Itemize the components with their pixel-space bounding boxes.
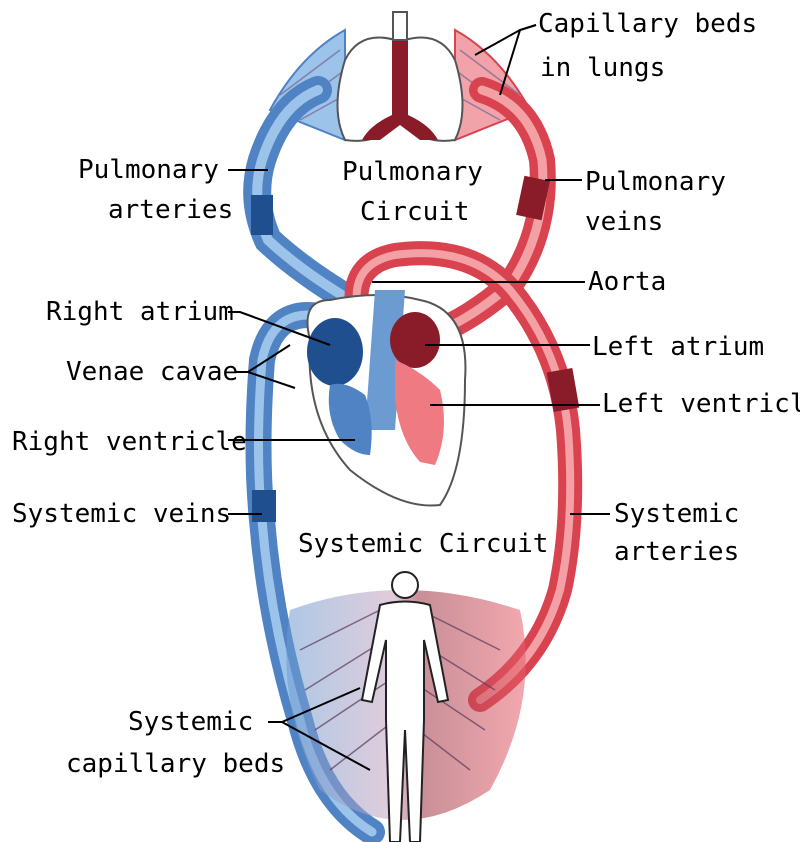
svg-text:Venae cavae: Venae cavae	[66, 357, 238, 387]
label-pulmonary-veins: Pulmonary veins	[545, 167, 726, 237]
label-left-ventricle: Left ventricle	[430, 389, 800, 419]
svg-text:arteries: arteries	[614, 537, 739, 567]
systemic-vein-dark-band	[252, 490, 276, 522]
label-pulmonary-arteries: Pulmonary arteries	[78, 155, 268, 225]
svg-text:Systemic veins: Systemic veins	[12, 499, 231, 529]
svg-text:Circuit: Circuit	[360, 197, 470, 227]
heart	[307, 290, 465, 506]
left-atrium	[390, 312, 440, 368]
svg-text:Right ventricle: Right ventricle	[12, 427, 247, 457]
label-right-ventricle: Right ventricle	[12, 427, 355, 457]
lungs	[338, 12, 463, 141]
svg-text:Left ventricle: Left ventricle	[602, 389, 800, 419]
pulmonary-artery-dark-band	[251, 195, 273, 235]
svg-text:Systemic Circuit: Systemic Circuit	[298, 529, 548, 559]
svg-text:arteries: arteries	[108, 195, 233, 225]
svg-text:Capillary beds: Capillary beds	[538, 9, 757, 39]
svg-text:Pulmonary: Pulmonary	[342, 157, 483, 187]
label-pulmonary-circuit: Pulmonary Circuit	[342, 157, 483, 227]
svg-text:Aorta: Aorta	[588, 267, 666, 297]
svg-text:Systemic: Systemic	[614, 499, 739, 529]
label-systemic-veins: Systemic veins	[12, 499, 262, 529]
svg-text:veins: veins	[585, 207, 663, 237]
label-systemic-arteries: Systemic arteries	[570, 499, 739, 567]
svg-text:Right atrium: Right atrium	[46, 297, 234, 327]
label-capillary-beds-lungs: Capillary beds in lungs	[475, 9, 757, 95]
label-left-atrium: Left atrium	[425, 332, 764, 362]
label-systemic-circuit: Systemic Circuit	[298, 529, 548, 559]
svg-text:Left atrium: Left atrium	[592, 332, 764, 362]
svg-text:Pulmonary: Pulmonary	[585, 167, 726, 197]
svg-text:Pulmonary: Pulmonary	[78, 155, 219, 185]
svg-text:in lungs: in lungs	[540, 53, 665, 83]
right-atrium	[307, 318, 363, 386]
svg-text:capillary beds: capillary beds	[66, 749, 285, 779]
svg-text:Systemic: Systemic	[128, 707, 253, 737]
